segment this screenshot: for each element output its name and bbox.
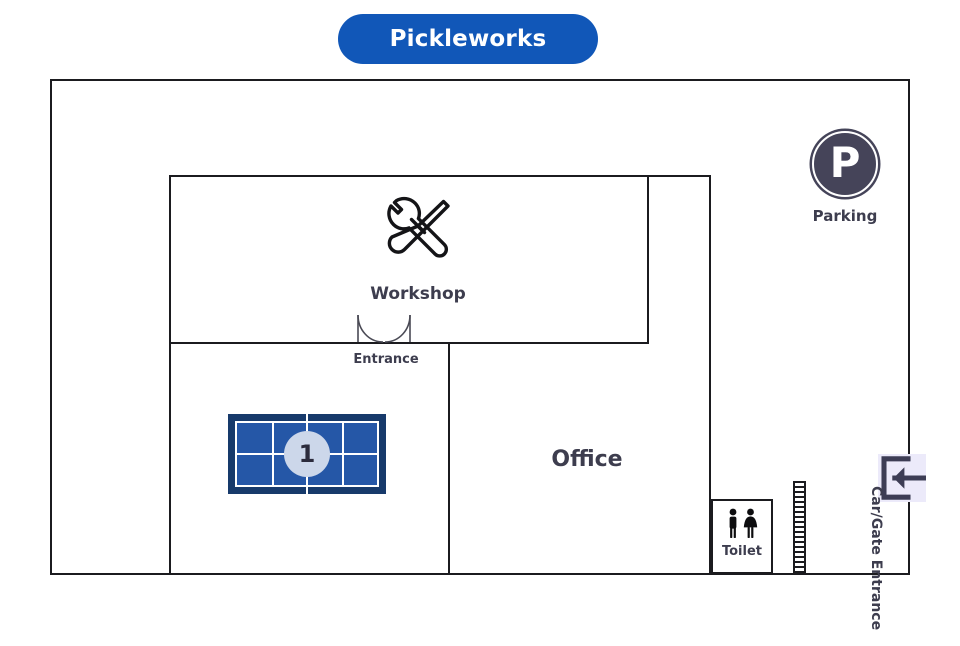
gate-entrance-label: Car/Gate Entrance [868, 486, 884, 631]
parking-label: Parking [812, 207, 878, 225]
room-label-office: Office [551, 447, 623, 472]
wall-outer-bottom [50, 573, 910, 575]
wall-outer-left [50, 79, 52, 575]
parking-marker[interactable]: P [812, 131, 878, 197]
wall-outer-right [908, 79, 910, 575]
restroom-icon [729, 508, 758, 538]
wall-inner-left [169, 175, 171, 575]
wall-court-room-right [448, 342, 450, 575]
room-label-workshop: Workshop [370, 284, 466, 304]
stairs-icon [793, 481, 806, 573]
pickleball-court-1[interactable]: 1 [228, 414, 386, 494]
wall-outer-top [50, 79, 910, 81]
court-kitchen-line-left [272, 423, 274, 485]
parking-glyph: P [829, 137, 861, 187]
enter-arrow-icon [881, 456, 926, 500]
page-title: Pickleworks [389, 26, 547, 52]
court-number: 1 [298, 440, 316, 468]
double-door-icon [357, 315, 411, 343]
page-title-banner: Pickleworks [338, 14, 598, 64]
court-number-badge: 1 [284, 431, 330, 477]
entrance-label: Entrance [353, 352, 419, 367]
court-kitchen-line-right [342, 423, 344, 485]
wall-inner-right [709, 175, 711, 575]
wall-workshop-right [647, 175, 649, 342]
tools-icon [387, 196, 450, 258]
court-surface: 1 [235, 414, 379, 494]
room-label-toilet: Toilet [721, 544, 762, 559]
wall-workshop-bottom [169, 342, 649, 344]
parking-p-icon: P [812, 131, 878, 197]
room-toilet[interactable]: Toilet [711, 499, 773, 574]
wall-inner-top [169, 175, 711, 177]
gate-entrance-marker[interactable] [878, 454, 926, 502]
